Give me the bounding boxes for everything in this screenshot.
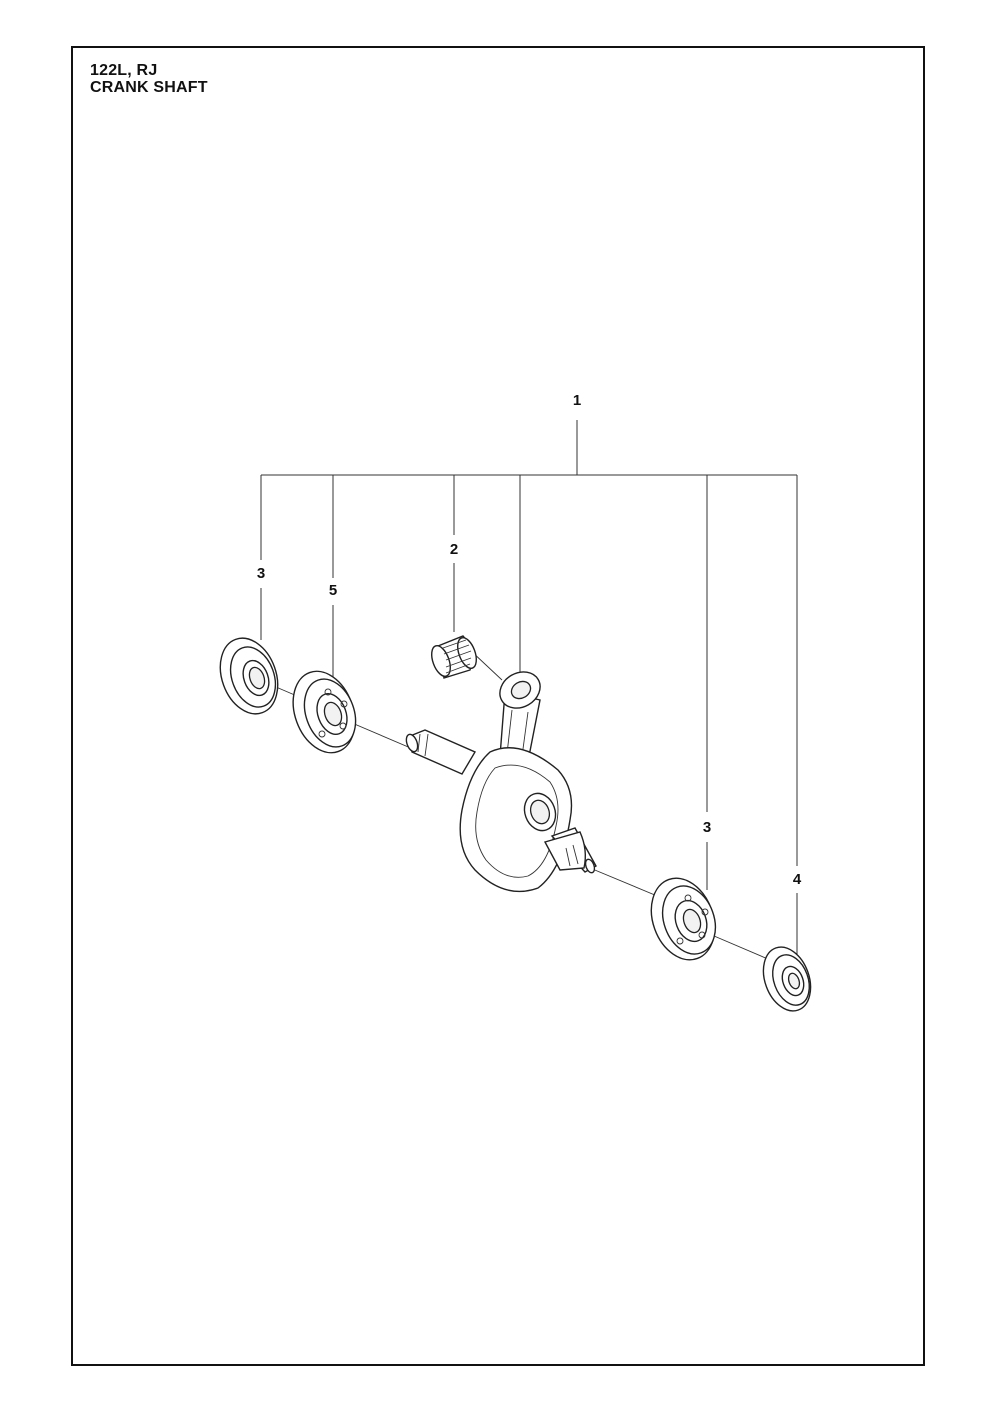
right-seal-part	[762, 946, 812, 1012]
model-label: 122L, RJ	[90, 62, 158, 79]
leader-lines	[260, 420, 798, 955]
callout-1: 1	[573, 392, 581, 409]
callout-3-left: 3	[257, 565, 265, 582]
drawing-frame	[71, 46, 925, 1366]
callout-4: 4	[793, 871, 802, 888]
left-seal-part	[219, 637, 279, 715]
right-ball-bearing-part	[650, 877, 717, 961]
callout-3-right: 3	[703, 819, 711, 836]
left-ball-bearing-part	[292, 670, 357, 754]
needle-bearing-part	[431, 635, 477, 679]
callout-2: 2	[450, 541, 458, 558]
callout-labels: 1 2 3 5 3 4	[257, 392, 802, 888]
diagram-title: CRANK SHAFT	[90, 79, 208, 96]
crankshaft-part	[405, 671, 597, 893]
drawing-header: 122L, RJ CRANK SHAFT	[90, 62, 208, 96]
callout-5: 5	[329, 582, 337, 599]
